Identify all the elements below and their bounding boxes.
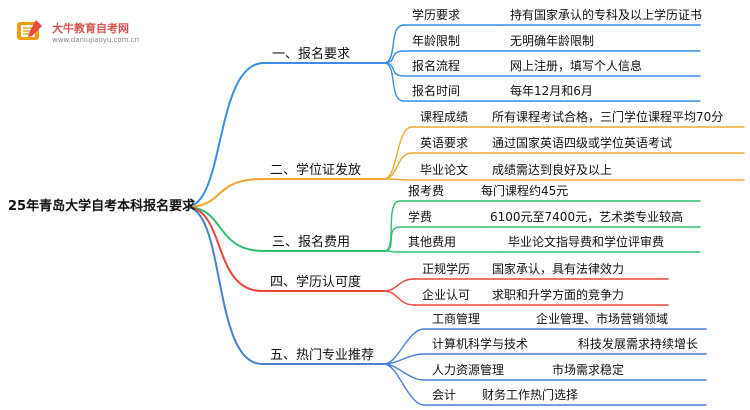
leaf-connector [383,152,413,180]
branch-connector [185,178,263,208]
leaf-value: 国家承认，具有法律效力 [492,262,625,276]
leaf-key: 计算机科学与技术 [432,337,529,351]
leaf-connector [383,290,415,306]
leaf-connector [383,50,405,64]
brand-url: www.daniujiaoyu.com.cn [52,36,140,44]
leaf-value: 通过国家英语四级或学位英语考试 [492,136,673,150]
leaf-key: 其他费用 [408,235,457,249]
leaf-key: 人力资源管理 [432,363,505,377]
leaf-value: 企业管理、市场营销领域 [536,312,669,326]
leaf-connector [383,278,415,292]
leaf-key: 学费 [408,210,433,224]
leaf-key: 学历要求 [412,8,461,22]
brand-name: 大牛教育自考网 [52,22,129,35]
leaf-connector [383,200,401,252]
leaf-value: 科技发展需求持续增长 [578,337,699,351]
leaf-key: 报考费 [408,184,445,198]
leaf-key: 课程成绩 [420,110,469,124]
leaf-key: 年龄限制 [412,34,461,48]
leaf-value: 求职和升学方面的竞争力 [492,288,625,302]
root-topic: 25年青岛大学自考本科报名要求 [8,199,196,214]
leaf-connector [383,62,405,102]
leaf-key: 正规学历 [422,262,471,276]
leaf-key: 会计 [432,388,457,402]
leaf-key: 企业认可 [422,288,471,302]
branch-topic: 三、报名费用 [272,235,351,250]
leaf-key: 毕业论文 [420,163,469,177]
branch-topic: 五、热门专业推荐 [270,348,375,363]
leaf-value: 市场需求稳定 [552,363,625,377]
branch-connector [185,206,263,292]
leaf-value: 所有课程考试合格，三门学位课程平均70分 [492,110,724,124]
leaf-connector [383,363,425,406]
leaf-value: 财务工作热门选择 [482,388,579,402]
leaf-key: 报名流程 [412,59,461,73]
branch-topic: 四、学历认可度 [270,275,362,290]
leaf-connector [383,226,401,252]
leaf-value: 无明确年龄限制 [510,34,595,48]
leaf-value: 每年12月和6月 [510,84,593,98]
leaf-connector [383,24,405,64]
branch-connector [185,206,265,252]
leaf-value: 每门课程约45元 [481,184,569,198]
leaf-value: 持有国家承认的专科及以上学历证书 [510,8,703,22]
leaf-connector [383,250,401,253]
leaf-key: 英语要求 [420,136,469,150]
leaf-value: 成绩需达到良好及以上 [492,163,613,177]
leaf-value: 毕业论文指导费和学位评审费 [508,235,665,249]
book-logo-icon [17,20,42,40]
leaf-value: 6100元至7400元，艺术类专业较高 [490,210,684,224]
branch-topic: 二、学位证发放 [270,163,362,178]
leaf-connector [383,178,413,181]
leaf-key: 报名时间 [412,84,461,98]
leaf-value: 网上注册，填写个人信息 [510,59,643,73]
branch-topic: 一、报名要求 [272,47,351,62]
branch-connector [185,206,263,365]
leaf-key: 工商管理 [432,312,481,326]
leaf-connector [383,62,405,77]
branch-connector [185,62,265,208]
